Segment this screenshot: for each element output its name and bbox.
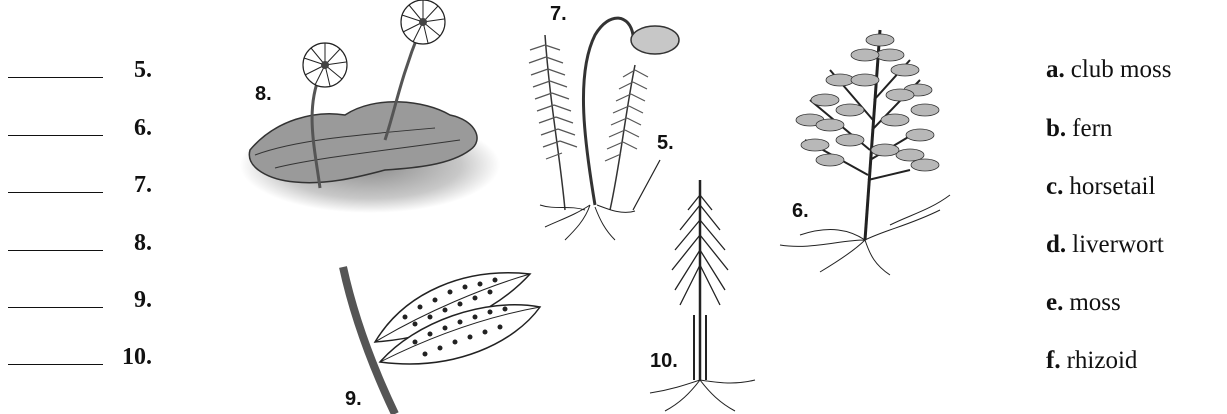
figure-label-8: 8. [255, 83, 272, 106]
choice-letter: e. [1046, 289, 1063, 316]
choice-letter: d. [1046, 231, 1066, 258]
choice-text: liverwort [1072, 231, 1164, 258]
answer-blank[interactable] [8, 307, 103, 308]
choice-text: moss [1069, 289, 1120, 316]
answer-number: 9. [134, 287, 152, 314]
answer-blank[interactable] [8, 364, 103, 365]
choice-text: club moss [1071, 56, 1172, 83]
answer-blank[interactable] [8, 135, 103, 136]
liverwort-illustration [235, 0, 505, 220]
choice-text: horsetail [1069, 173, 1155, 200]
choice-b: b.fern [1046, 115, 1112, 145]
answer-row-9[interactable]: 9. [0, 285, 160, 315]
club-moss-illustration [770, 10, 970, 280]
answer-blank[interactable] [8, 250, 103, 251]
figure-label-6: 6. [792, 200, 809, 223]
answer-number: 10. [122, 344, 152, 371]
horsetail-illustration [640, 175, 760, 413]
answer-blank[interactable] [8, 192, 103, 193]
choice-c: c.horsetail [1046, 173, 1155, 203]
answer-number: 7. [134, 172, 152, 199]
answer-blank[interactable] [8, 77, 103, 78]
choice-letter: b. [1046, 115, 1066, 142]
choice-text: fern [1072, 115, 1112, 142]
answer-row-5[interactable]: 5. [0, 55, 160, 85]
figure-label-10: 10. [650, 350, 678, 373]
figure-label-7: 7. [550, 3, 567, 26]
choice-letter: a. [1046, 56, 1065, 83]
choice-e: e.moss [1046, 289, 1121, 319]
answer-row-6[interactable]: 6. [0, 113, 160, 143]
fern-illustration [335, 262, 545, 414]
choice-letter: f. [1046, 347, 1061, 374]
answer-row-8[interactable]: 8. [0, 228, 160, 258]
figure-label-5: 5. [657, 132, 674, 155]
answer-number: 6. [134, 115, 152, 142]
answer-number: 5. [134, 57, 152, 84]
choice-text: rhizoid [1067, 347, 1138, 374]
choice-letter: c. [1046, 173, 1063, 200]
choice-f: f.rhizoid [1046, 347, 1137, 377]
figure-label-9: 9. [345, 388, 362, 411]
answer-row-10[interactable]: 10. [0, 342, 160, 372]
choice-d: d.liverwort [1046, 231, 1164, 261]
answer-row-7[interactable]: 7. [0, 170, 160, 200]
choice-a: a.club moss [1046, 56, 1171, 86]
answer-number: 8. [134, 230, 152, 257]
